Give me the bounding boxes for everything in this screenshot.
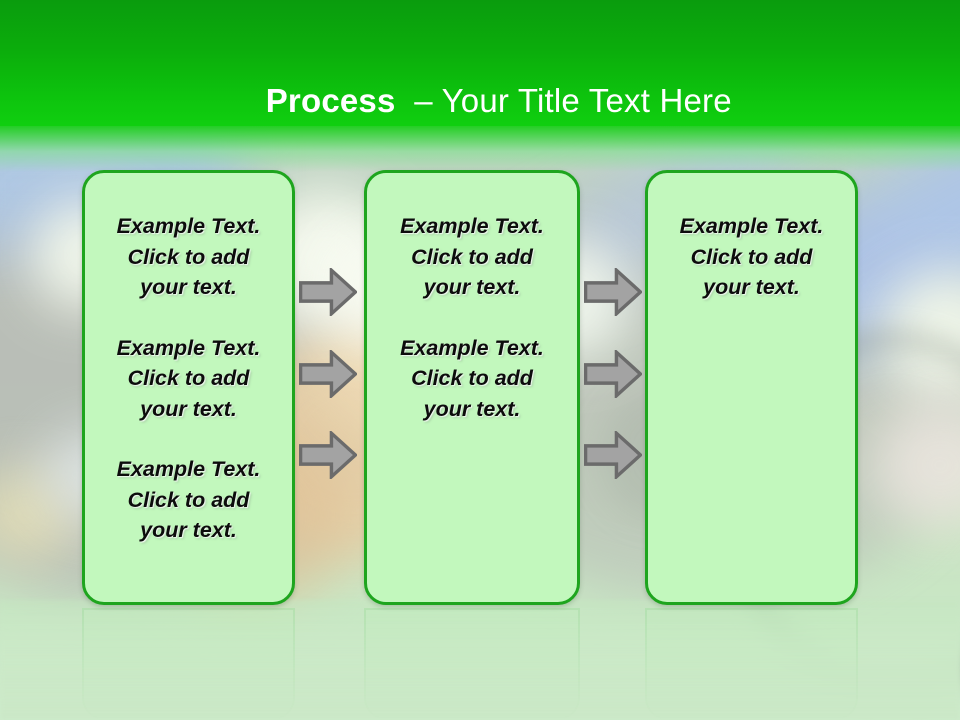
process-box-text-block[interactable]: Example Text. Click to add your text. bbox=[400, 335, 544, 421]
process-box-content: Example Text. Click to add your text. Exa… bbox=[367, 173, 577, 424]
box-reflection bbox=[364, 608, 580, 720]
right-arrow-icon bbox=[299, 350, 357, 398]
page-title: Process – Your Title Text Here bbox=[0, 44, 960, 158]
process-box-text-block[interactable]: Example Text. Click to add your text. bbox=[400, 214, 544, 300]
box-reflection bbox=[82, 608, 295, 720]
right-arrow-icon bbox=[584, 350, 642, 398]
slide-title-bar bbox=[0, 0, 960, 126]
process-box-content: Example Text. Click to add your text. Exa… bbox=[85, 173, 292, 546]
process-box[interactable]: Example Text. Click to add your text. Exa… bbox=[82, 170, 295, 605]
page-title-rest: – Your Title Text Here bbox=[395, 82, 732, 119]
process-box-text-block[interactable]: Example Text. Click to add your text. bbox=[116, 457, 261, 543]
process-box-content: Example Text. Click to add your text. bbox=[648, 173, 855, 303]
page-title-bold: Process bbox=[265, 82, 396, 119]
process-box-text-block[interactable]: Example Text. Click to add your text. bbox=[116, 214, 261, 300]
process-box[interactable]: Example Text. Click to add your text. Exa… bbox=[364, 170, 580, 605]
process-box[interactable]: Example Text. Click to add your text. bbox=[645, 170, 858, 605]
process-box-text-block[interactable]: Example Text. Click to add your text. bbox=[679, 214, 824, 300]
right-arrow-icon bbox=[584, 268, 642, 316]
right-arrow-icon bbox=[584, 431, 642, 479]
process-box-text-block[interactable]: Example Text. Click to add your text. bbox=[116, 335, 261, 421]
right-arrow-icon bbox=[299, 268, 357, 316]
box-reflection bbox=[645, 608, 858, 720]
right-arrow-icon bbox=[299, 431, 357, 479]
title-bar-glow bbox=[0, 126, 960, 172]
